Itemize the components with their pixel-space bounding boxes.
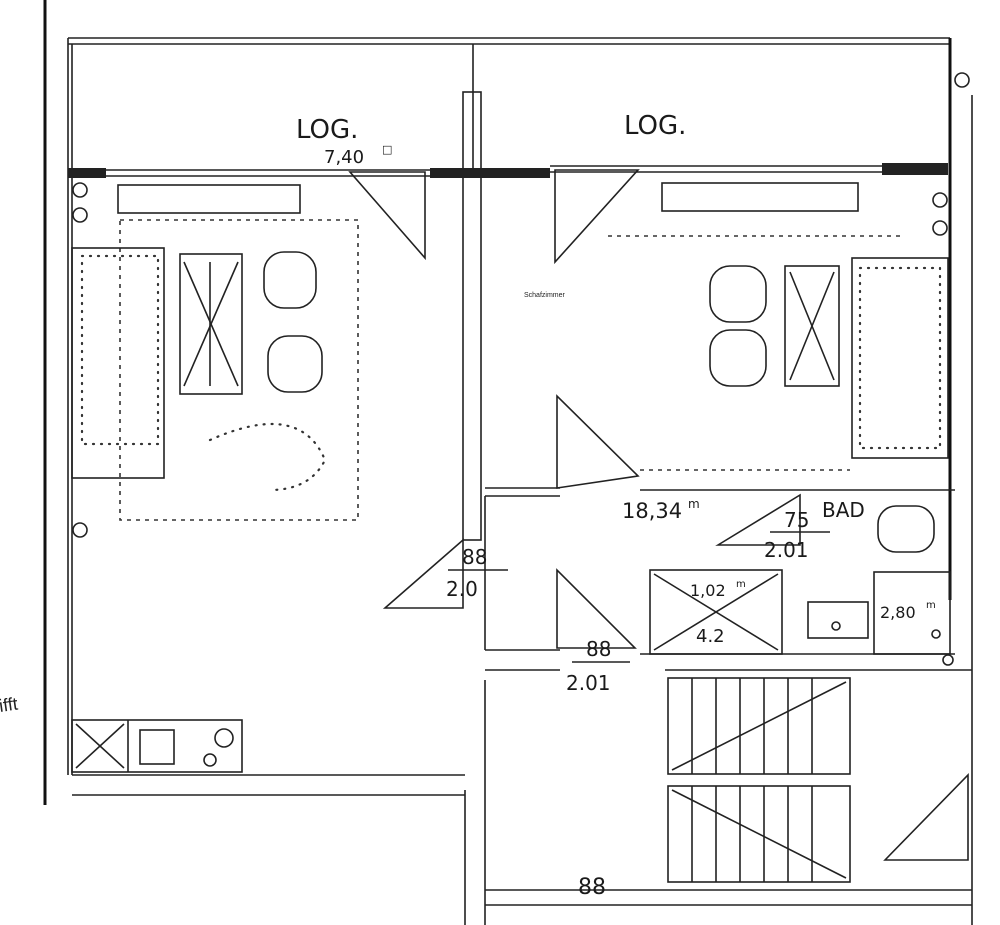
room-labels: LOG. 7,40 □ LOG. Schafzimmer 18,34 m BAD…	[0, 111, 936, 900]
door-left-width: 88	[462, 545, 487, 569]
bath-door-width: 75	[784, 508, 809, 532]
kitchen-counter	[71, 719, 465, 796]
staircase	[485, 677, 972, 906]
central-partition	[462, 91, 560, 671]
edge-scan-text: ifft	[0, 694, 19, 716]
tub-area: 2,80	[880, 603, 916, 622]
door-hall-height: 2.01	[566, 671, 611, 695]
loggia-rail	[68, 44, 948, 178]
shower-dim: 4.2	[696, 626, 725, 647]
shower-area-sup: m	[736, 579, 746, 590]
tub-area-sup: m	[926, 600, 936, 611]
bath-label: BAD	[822, 498, 865, 522]
bedroom-label: Schafzimmer	[524, 292, 566, 299]
bath-door-height: 2.01	[764, 538, 809, 562]
bathroom	[640, 489, 972, 671]
loggia-left-label: LOG.	[296, 115, 358, 145]
door-swings	[348, 169, 801, 649]
bedroom-furniture	[608, 72, 970, 471]
bedroom-area: 18,34	[622, 499, 682, 523]
loggia-left-area: 7,40	[324, 147, 364, 168]
bedroom-area-sup: m	[688, 497, 700, 511]
loggia-right-label: LOG.	[624, 111, 686, 141]
door-bottom-width: 88	[578, 875, 606, 900]
door-left-height: 2.0	[446, 577, 478, 601]
shower-area: 1,02	[690, 581, 726, 600]
living-room-furniture	[71, 182, 359, 538]
door-hall-width: 88	[586, 637, 611, 661]
loggia-left-area-sup: □	[382, 143, 392, 156]
